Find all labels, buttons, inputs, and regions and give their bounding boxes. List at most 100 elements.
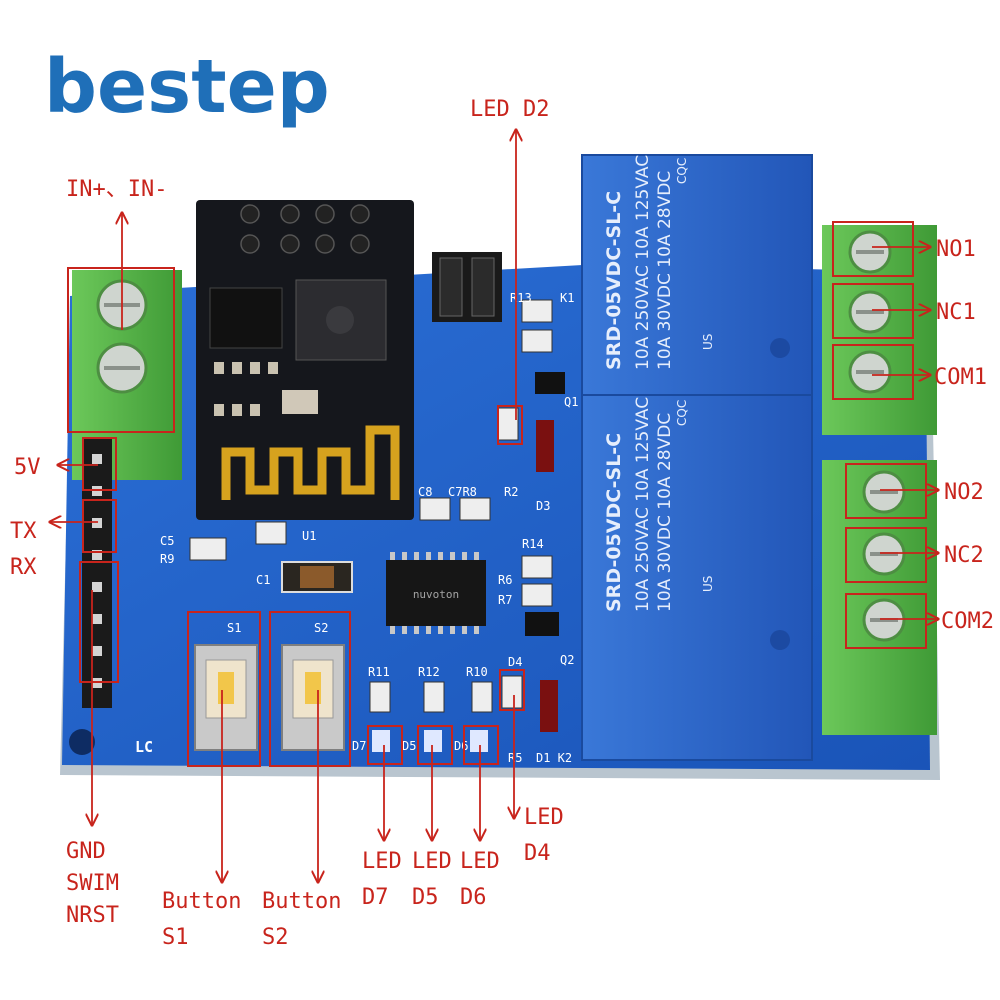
relay-k1-ul-mark: US <box>701 334 715 350</box>
silk-r9: R9 <box>160 552 174 566</box>
silkscreen-labels: S1 S2 R13 K1 Q1 D3 R2 C8 C7R8 U1 C5 R9 C… <box>160 291 578 765</box>
silk-r14: R14 <box>522 537 544 551</box>
output-terminal-block-1 <box>822 225 937 435</box>
brand-logo: bestep <box>44 44 330 130</box>
box-txrx-pins <box>82 499 117 553</box>
label-led-d6-word: LED <box>460 849 500 874</box>
label-led-d5-word: LED <box>412 849 452 874</box>
silk-s2: S2 <box>314 621 328 635</box>
label-no2: NO2 <box>944 480 984 505</box>
silk-q1: Q1 <box>564 395 578 409</box>
silk-d5: D5 <box>402 739 416 753</box>
label-led-d4-word: LED <box>524 805 564 830</box>
box-no2 <box>845 463 927 519</box>
label-led-d5-id: D5 <box>412 885 439 910</box>
mounting-hole <box>69 729 95 755</box>
label-rx: RX <box>10 555 37 580</box>
relay-k1-model: SRD-05VDC-SL-C <box>603 191 625 370</box>
box-no1 <box>832 221 914 277</box>
box-5v-pin <box>82 437 117 491</box>
box-input-terminal <box>67 267 175 433</box>
callout-labels: IN+、IN- LED D2 NO1 NC1 COM1 NO2 NC2 COM2… <box>10 97 994 950</box>
label-5v: 5V <box>14 455 41 480</box>
box-led-d6 <box>463 725 499 765</box>
box-com2 <box>845 593 927 649</box>
tact-button-s1 <box>194 644 258 751</box>
box-led-d5 <box>417 725 453 765</box>
silk-r5: R5 <box>508 751 522 765</box>
silk-u1: U1 <box>302 529 316 543</box>
label-in: IN+、IN- <box>66 177 167 202</box>
silk-r11: R11 <box>368 665 390 679</box>
label-com2: COM2 <box>941 609 994 634</box>
box-gnd-swim-nrst-pins <box>79 561 119 683</box>
label-led-d4-id: D4 <box>524 841 551 866</box>
label-nrst: NRST <box>66 903 119 928</box>
highlight-boxes <box>67 221 927 767</box>
label-button-s1-id: S1 <box>162 925 189 950</box>
jumper-header <box>432 252 502 322</box>
box-com1 <box>832 344 914 400</box>
relay-k1-cqc-mark: CQC <box>675 158 689 184</box>
relay-k2-cqc-mark: CQC <box>675 400 689 426</box>
silk-d3: D3 <box>536 499 550 513</box>
box-led-d2 <box>497 405 523 445</box>
box-nc1 <box>832 283 914 339</box>
silk-c8: C8 <box>418 485 432 499</box>
relay-k2-rating-1: 10A 250VAC 10A 125VAC <box>633 397 653 612</box>
silk-k1: K1 <box>560 291 574 305</box>
label-button-s1-word: Button <box>162 889 241 914</box>
silk-d4: D4 <box>508 655 522 669</box>
relay-k2: 10A 250VAC 10A 125VAC 10A 30VDC 10A 28VD… <box>581 394 813 761</box>
silk-c1: C1 <box>256 573 270 587</box>
relay-k1-rating-1: 10A 250VAC 10A 125VAC <box>633 155 653 370</box>
input-terminal-block <box>72 270 182 480</box>
programming-pin-header <box>82 438 112 708</box>
label-button-s2-id: S2 <box>262 925 289 950</box>
label-led-d7-id: D7 <box>362 885 389 910</box>
silk-s1: S1 <box>227 621 241 635</box>
box-nc2 <box>845 527 927 583</box>
chip-brand: nuvoton <box>413 588 459 601</box>
label-no1: NO1 <box>936 237 976 262</box>
label-led-d7-word: LED <box>362 849 402 874</box>
label-led-d6-id: D6 <box>460 885 487 910</box>
driver-chip: nuvoton <box>386 552 486 634</box>
silk-c5: C5 <box>160 534 174 548</box>
relay-k2-model: SRD-05VDC-SL-C <box>603 433 625 612</box>
box-led-d7 <box>367 725 403 765</box>
silk-r6: R6 <box>498 573 512 587</box>
relay-k1-rating-2: 10A 30VDC 10A 28VDC <box>655 171 675 370</box>
box-led-d4 <box>499 669 525 711</box>
leader-arrows <box>50 130 938 882</box>
silk-r12: R12 <box>418 665 440 679</box>
pcb-lc-mark: LC <box>135 738 153 756</box>
silk-d1k2: D1 K2 <box>536 751 572 765</box>
silk-r7: R7 <box>498 593 512 607</box>
label-tx: TX <box>10 519 37 544</box>
silk-c7r8: C7R8 <box>448 485 477 499</box>
silk-d7: D7 <box>352 739 366 753</box>
smd-components <box>189 299 565 752</box>
relay-k2-rating-2: 10A 30VDC 10A 28VDC <box>655 413 675 612</box>
label-led-d2: LED D2 <box>470 97 549 122</box>
relay-k2-ul-mark: US <box>701 576 715 592</box>
label-com1: COM1 <box>934 365 987 390</box>
silk-r2: R2 <box>504 485 518 499</box>
box-button-s1 <box>187 611 261 767</box>
label-nc2: NC2 <box>944 543 984 568</box>
label-gnd: GND <box>66 839 106 864</box>
capacitor-c1-body <box>300 566 334 588</box>
esp01-wifi-module <box>196 200 414 520</box>
silk-d6: D6 <box>454 739 468 753</box>
silk-q2: Q2 <box>560 653 574 667</box>
label-button-s2-word: Button <box>262 889 341 914</box>
label-nc1: NC1 <box>936 300 976 325</box>
silk-r10: R10 <box>466 665 488 679</box>
tact-button-s2 <box>281 644 345 751</box>
silk-r13: R13 <box>510 291 532 305</box>
relay-k1: 10A 250VAC 10A 125VAC 10A 30VDC 10A 28VD… <box>581 154 813 396</box>
label-swim: SWIM <box>66 871 119 896</box>
output-terminal-block-2 <box>822 460 937 735</box>
